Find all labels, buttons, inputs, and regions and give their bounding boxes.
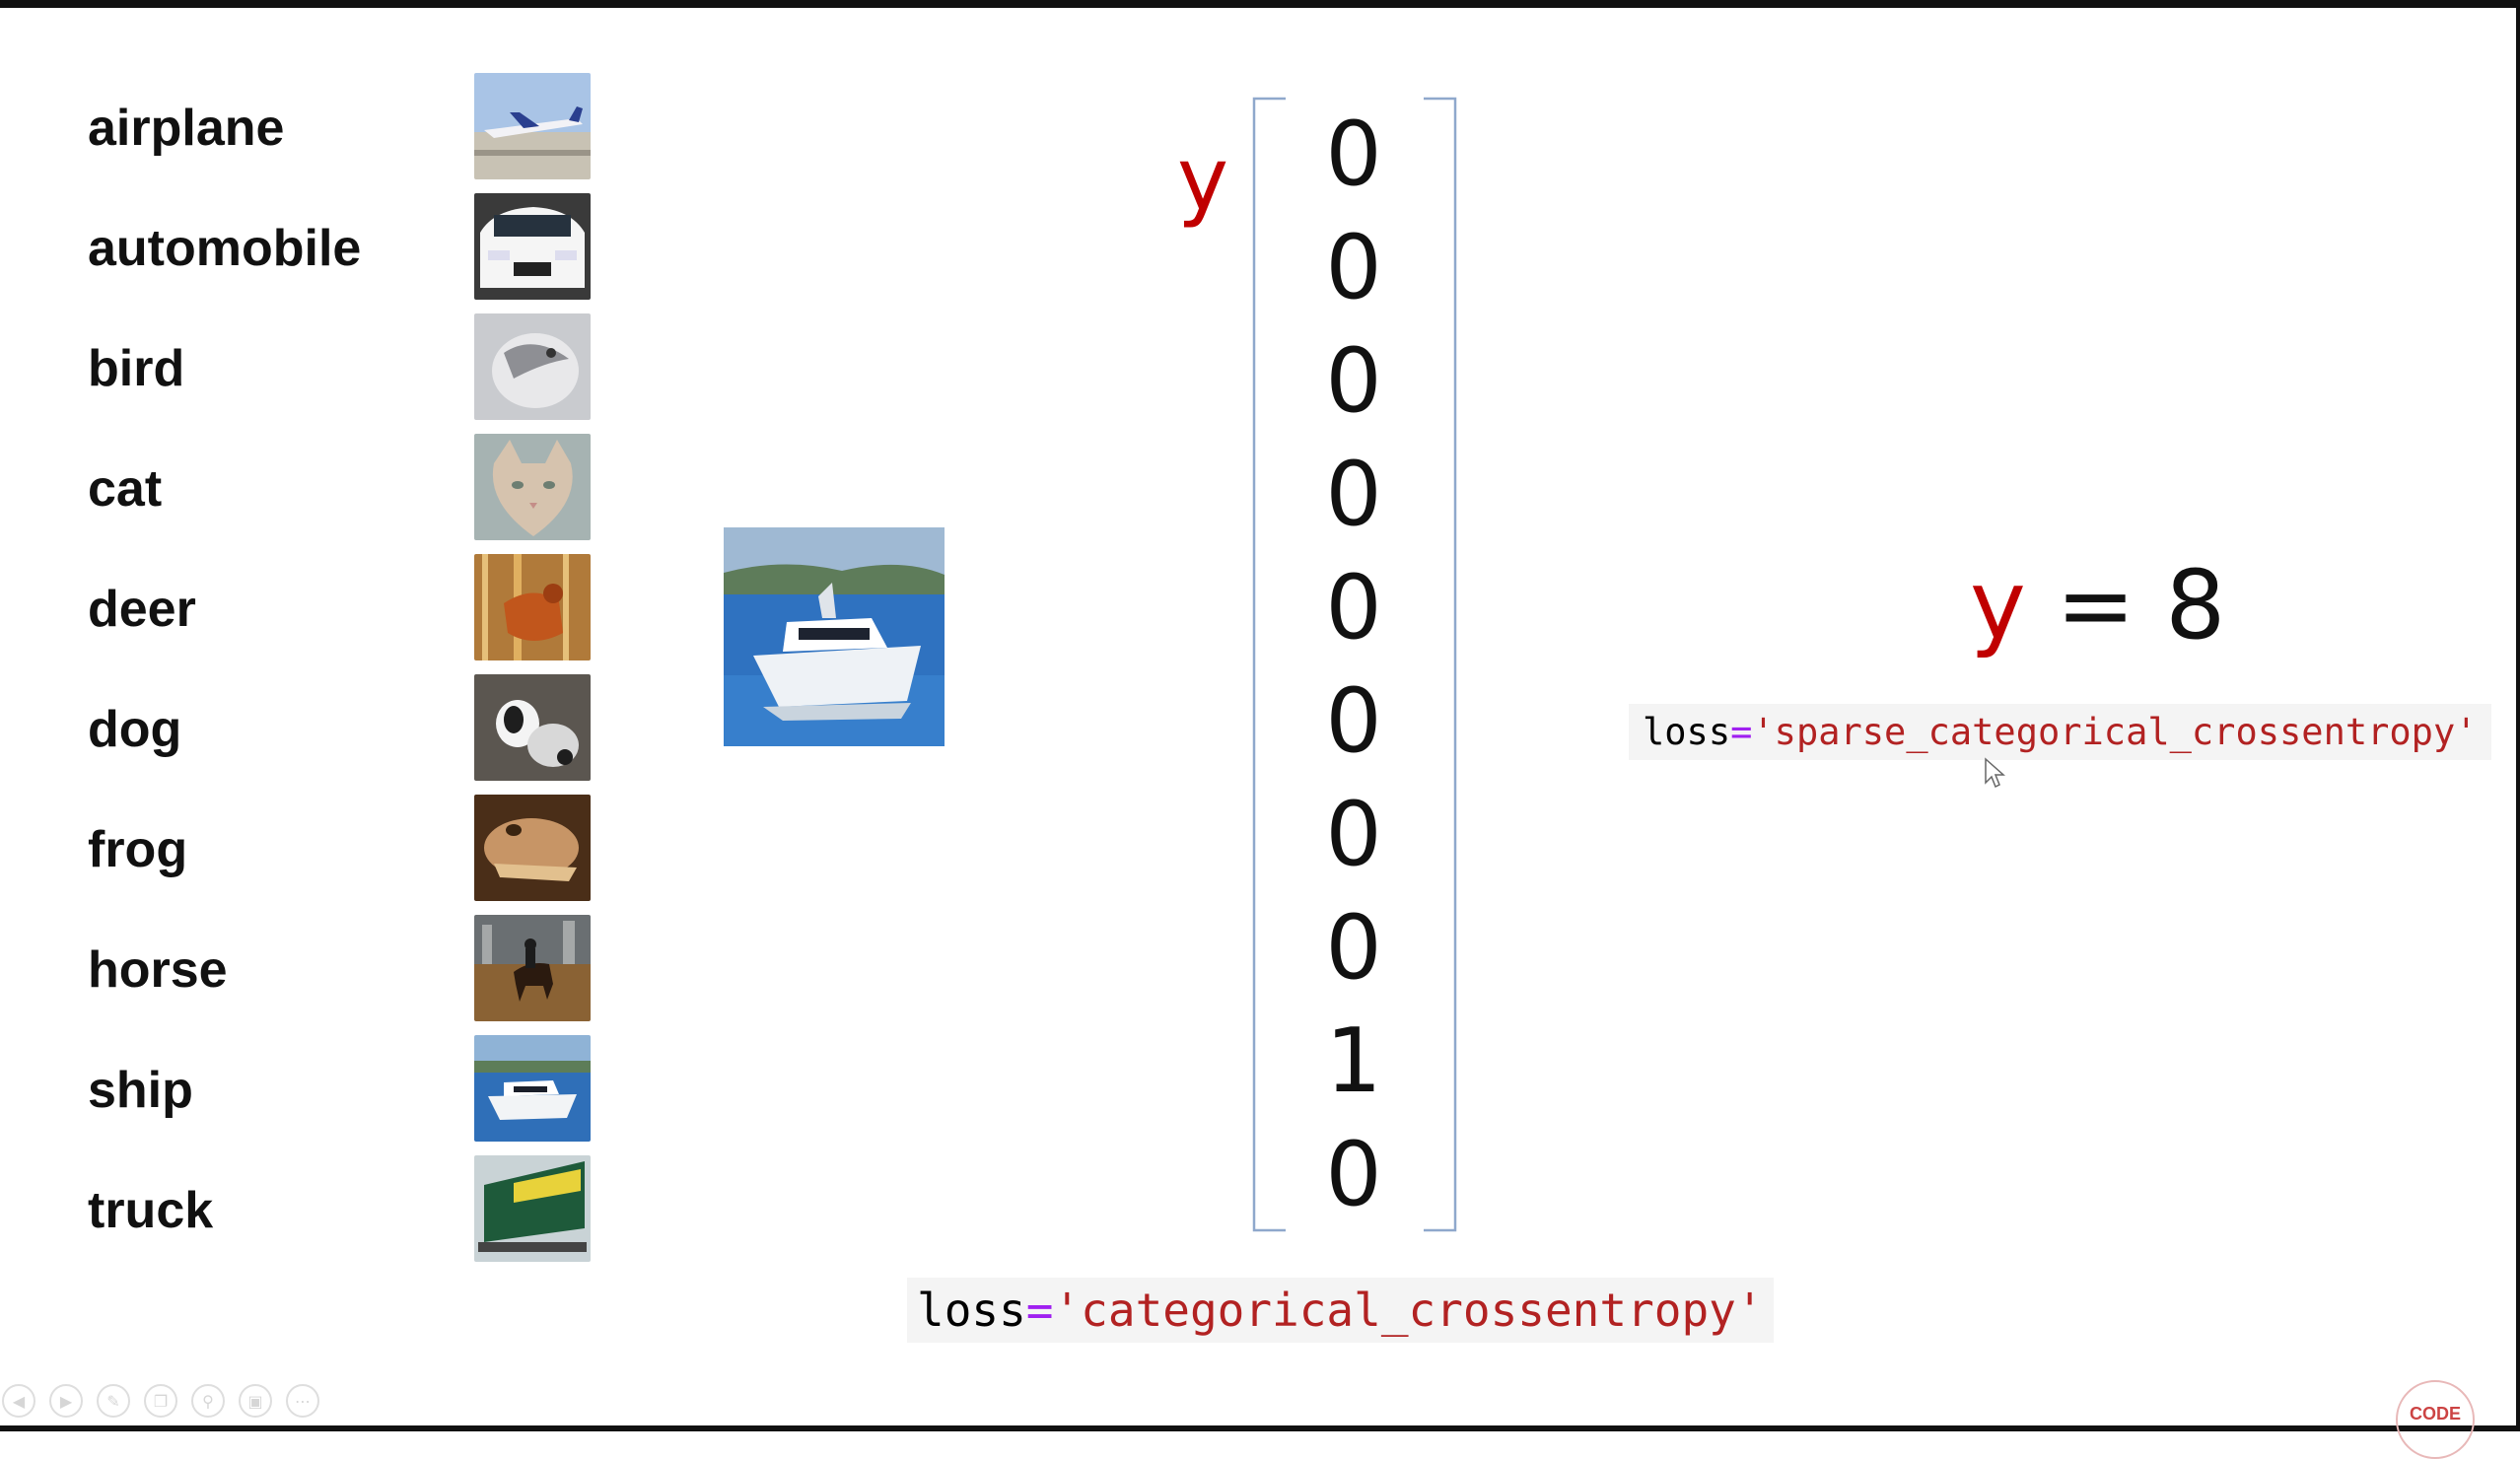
mouse-cursor-icon	[1984, 757, 2007, 789]
class-label-cat: cat	[88, 460, 163, 518]
vector-value: 0	[1325, 669, 1382, 773]
vector-label-y: y	[1177, 128, 1229, 230]
class-label-deer: deer	[88, 581, 196, 638]
vector-value: 0	[1325, 896, 1382, 1000]
code-string: 'sparse_categorical_crossentropy'	[1752, 711, 2478, 753]
vector-value: 0	[1325, 556, 1382, 660]
code-sparse-categorical-crossentropy: loss='sparse_categorical_crossentropy'	[1629, 704, 2491, 760]
vector-value: 0	[1325, 329, 1382, 433]
code-operator: =	[1025, 1284, 1054, 1337]
next-icon[interactable]: ▶	[49, 1384, 83, 1418]
equation-value: = 8	[2025, 550, 2226, 660]
slideshow-toolbar: ◀ ▶ ✎ ❐ ⚲ ▣ ⋯	[2, 1384, 319, 1420]
vector-value: 0	[1325, 216, 1382, 319]
horse-thumbnail	[474, 915, 591, 1021]
code-categorical-crossentropy: loss='categorical_crossentropy'	[907, 1278, 1774, 1343]
vector-value: 0	[1325, 1123, 1382, 1226]
label-equation: y = 8	[1970, 558, 2225, 653]
pen-icon[interactable]: ✎	[97, 1384, 130, 1418]
prev-icon[interactable]: ◀	[2, 1384, 35, 1418]
more-icon[interactable]: ⋯	[286, 1384, 319, 1418]
equation-variable: y	[1970, 550, 2026, 660]
copy-icon[interactable]: ❐	[144, 1384, 177, 1418]
bottom-frame-bar	[0, 1425, 2520, 1431]
code-key: loss	[1643, 711, 1731, 753]
truck-thumbnail	[474, 1155, 591, 1262]
deer-thumbnail	[474, 554, 591, 660]
vector-value: 0	[1325, 443, 1382, 546]
cat-thumbnail	[474, 434, 591, 540]
dog-thumbnail	[474, 674, 591, 781]
top-frame-bar	[0, 0, 2520, 8]
class-label-horse: horse	[88, 941, 228, 999]
class-label-automobile: automobile	[88, 220, 362, 277]
codebasics-logo: CODE	[2396, 1380, 2475, 1459]
ship-thumbnail	[474, 1035, 591, 1142]
ship-sample-image	[724, 527, 945, 746]
zoom-icon[interactable]: ⚲	[191, 1384, 225, 1418]
class-label-airplane: airplane	[88, 100, 285, 157]
code-string: 'categorical_crossentropy'	[1053, 1284, 1764, 1337]
bird-thumbnail	[474, 313, 591, 420]
vector-value: 0	[1325, 783, 1382, 886]
right-frame-bar	[2516, 0, 2520, 1431]
class-label-bird: bird	[88, 340, 185, 397]
class-label-dog: dog	[88, 701, 182, 758]
automobile-thumbnail	[474, 193, 591, 300]
class-label-ship: ship	[88, 1062, 193, 1119]
class-label-truck: truck	[88, 1182, 214, 1239]
frog-thumbnail	[474, 795, 591, 901]
code-key: loss	[917, 1284, 1026, 1337]
slide-icon[interactable]: ▣	[239, 1384, 272, 1418]
vector-value: 0	[1325, 103, 1382, 206]
code-operator: =	[1730, 711, 1753, 753]
class-label-frog: frog	[88, 821, 188, 878]
vector-value-hot: 1	[1325, 1009, 1382, 1113]
vector-bracket	[1250, 97, 1459, 1232]
logo-text: CODE	[2409, 1404, 2461, 1424]
airplane-thumbnail	[474, 73, 591, 179]
